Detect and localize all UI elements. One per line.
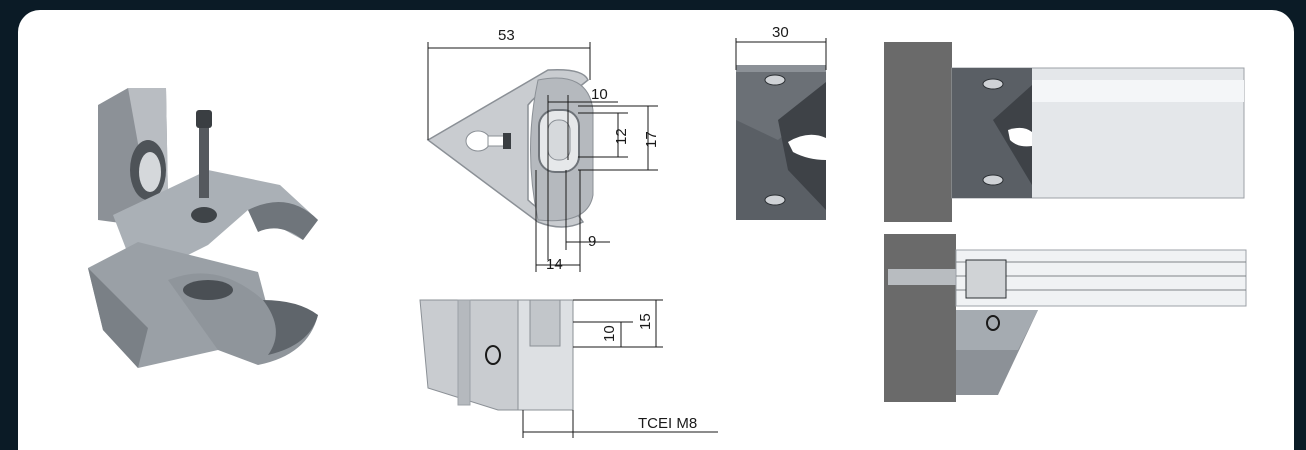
dim-screw-label: TCEI M8: [638, 415, 697, 432]
profile-groove-highlight: [788, 134, 826, 160]
dim-slot-width: 14: [546, 256, 563, 273]
side-view-dimension-lines: [522, 299, 718, 438]
clamp-slot: [183, 280, 233, 300]
dim-overall-width: 53: [498, 27, 515, 44]
dim-side-height: 15: [637, 313, 654, 330]
screw-head-side: [965, 259, 1007, 299]
clamp-screw-hole: [191, 207, 217, 223]
clamp-3d-illustration: [88, 88, 318, 368]
installed-side-view: [884, 234, 1247, 402]
dim-profile-width: 30: [772, 24, 789, 41]
content-panel: 53 10 12 17 9 14 10 15 TCEI M8 30: [18, 10, 1294, 450]
clamp-screw-shaft: [199, 128, 209, 198]
side-view-screw-head: [529, 299, 561, 347]
dim-slot-gap: 9: [588, 233, 596, 250]
clamp-top-jaw-curve: [248, 202, 318, 240]
tube-top-highlight: [1028, 80, 1244, 102]
front-view-keyhole: [465, 130, 491, 152]
clamp-side-view: [419, 299, 574, 411]
front-view-dimension-lines: [427, 42, 658, 272]
screw-rod: [888, 269, 960, 285]
side-view-rib: [457, 299, 471, 406]
mount-top-hole-2: [982, 174, 1004, 186]
profile-hole-top: [764, 74, 786, 86]
dim-side-depth: 10: [601, 325, 618, 342]
wall-top: [884, 42, 952, 222]
front-view-slot-inner: [547, 119, 571, 161]
installed-top-view: [884, 42, 1245, 222]
clamp-lower-jaw-curve: [263, 300, 318, 355]
technical-drawing-canvas: 53 10 12 17 9 14 10 15 TCEI M8 30: [88, 24, 1247, 438]
mount-side-face: [956, 310, 1038, 350]
mount-top-highlight: [1008, 127, 1032, 147]
side-view-hole: [485, 345, 501, 365]
clamp-screw-head: [196, 110, 212, 128]
wall-side: [884, 234, 956, 402]
dim-slot-height: 12: [613, 128, 630, 145]
profile-hole-bottom: [764, 194, 786, 206]
profile-dimension-lines: [735, 38, 827, 70]
clamp-front-view: [426, 68, 594, 228]
mount-side-hole: [986, 315, 1000, 331]
profile-top: [736, 65, 826, 140]
profile-section-view: [736, 65, 826, 220]
front-view-screw: [503, 133, 511, 149]
clamp-back-hole-inner: [139, 152, 161, 192]
mount-top-hole-1: [982, 78, 1004, 90]
dim-slot-offset: 10: [591, 86, 608, 103]
clamp-base-side: [88, 268, 148, 368]
dim-slot-outer: 17: [643, 131, 660, 148]
profile-top-edge: [736, 65, 826, 72]
